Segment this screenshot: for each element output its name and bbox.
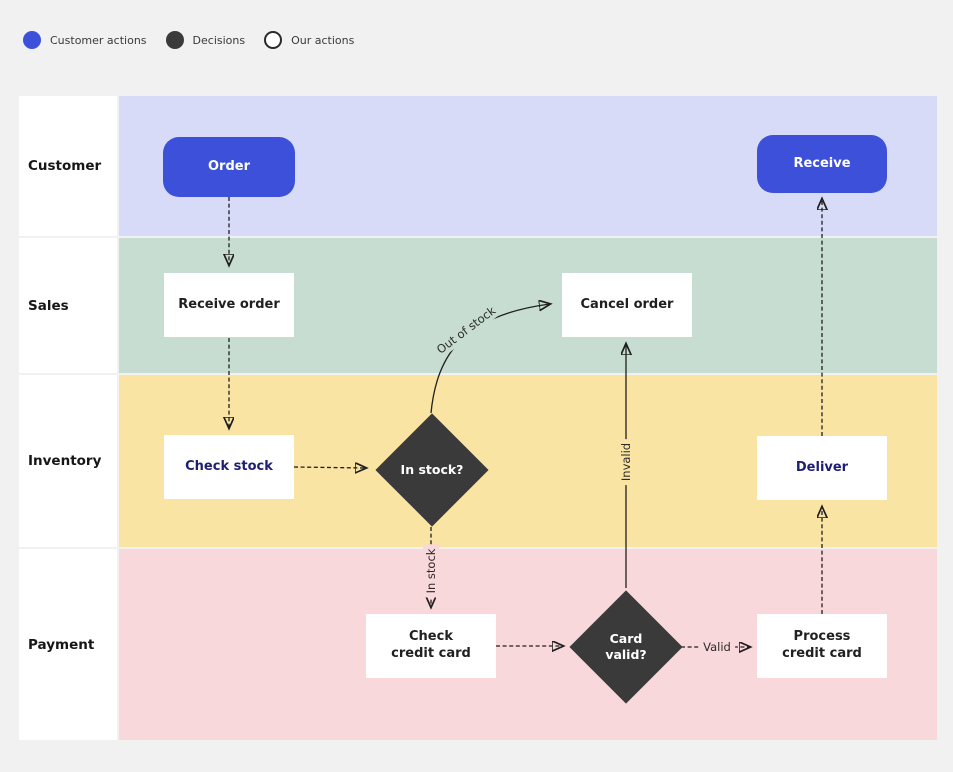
legend: Customer actions Decisions Our actions	[23, 31, 354, 49]
legend-label: Decisions	[192, 33, 246, 47]
legend-label: Our actions	[291, 33, 355, 47]
edge-label-in-stock: In stock	[423, 544, 439, 598]
lane-label-sales: Sales	[19, 238, 117, 373]
lane-label-inventory: Inventory	[19, 375, 117, 547]
legend-item-decisions: Decisions	[165, 31, 246, 49]
node-card-valid-decision-label: Card valid?	[605, 630, 647, 662]
edge-label-valid: Valid	[699, 639, 735, 655]
node-receive-order[interactable]: Receive order	[164, 273, 294, 337]
node-in-stock-decision-label: In stock?	[400, 461, 464, 477]
lane-label-customer: Customer	[19, 96, 117, 236]
decisions-dot-icon	[165, 31, 184, 49]
edge-label-invalid: Invalid	[618, 438, 634, 486]
node-check-credit-card[interactable]: Check credit card	[366, 614, 496, 678]
legend-item-customer-actions: Customer actions	[23, 31, 147, 49]
node-deliver[interactable]: Deliver	[757, 436, 887, 500]
customer-actions-dot-icon	[23, 31, 41, 49]
legend-label: Customer actions	[50, 33, 147, 47]
node-process-credit-card[interactable]: Process credit card	[757, 614, 887, 678]
lane-label-payment: Payment	[19, 549, 117, 740]
node-check-stock[interactable]: Check stock	[164, 435, 294, 499]
our-actions-dot-icon	[264, 31, 283, 49]
node-cancel-order[interactable]: Cancel order	[562, 273, 692, 337]
legend-item-our-actions: Our actions	[264, 31, 354, 49]
node-order[interactable]: Order	[163, 137, 295, 197]
node-receive[interactable]: Receive	[757, 135, 887, 193]
